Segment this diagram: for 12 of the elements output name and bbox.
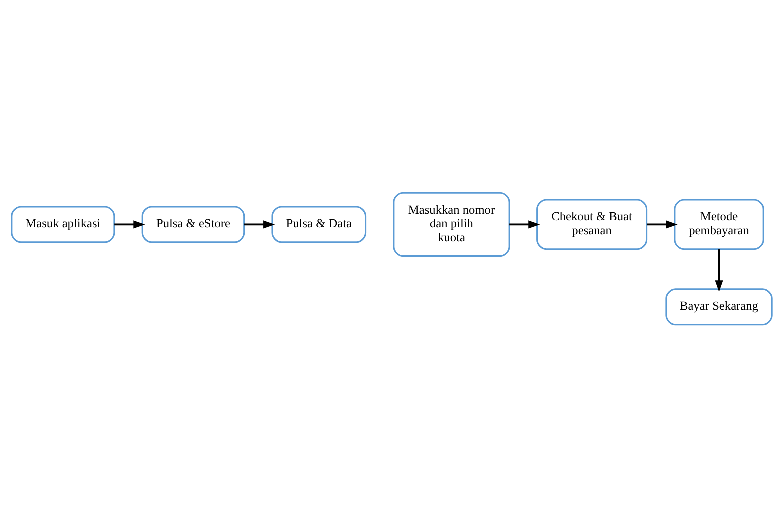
node-box: Pulsa & eStore <box>142 206 246 243</box>
node-box: Pulsa & Data <box>272 206 367 243</box>
arrow <box>510 220 540 228</box>
arrow <box>646 220 678 228</box>
node-box: Chekout & Buat pesanan <box>536 198 648 250</box>
node-box: Masuk aplikasi <box>11 206 116 243</box>
node-box: Metode pembayaran <box>674 198 764 250</box>
arrow <box>244 220 276 228</box>
arrow <box>114 220 146 228</box>
arrow <box>715 249 724 292</box>
node-box: Masukkan nomor dan pilih kuota <box>393 192 510 257</box>
node-box: Bayar Sekarang <box>666 288 773 326</box>
